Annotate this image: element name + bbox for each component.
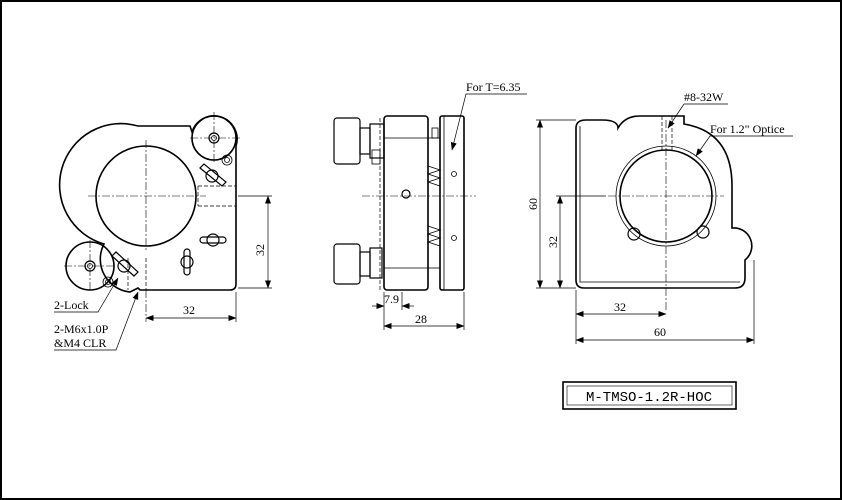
callout-tap: 2-M6x1.0P &M4 CLR — [54, 291, 139, 351]
callout-thread-label: #8-32W — [684, 90, 724, 104]
front-dim-horizontal-label: 32 — [183, 303, 195, 317]
rear-view — [575, 115, 753, 312]
side-dim-offset-label: 7.9 — [384, 292, 399, 306]
callout-thickness: For T=6.35 — [450, 80, 527, 151]
callout-optic: For 1.2" Optice — [695, 122, 793, 157]
rear-dim-height-label: 60 — [526, 198, 540, 210]
model-label-box: M-TMSO-1.2R-HOC — [562, 381, 737, 410]
lock-lever-upper — [199, 163, 227, 187]
slotted-screw-center — [180, 248, 194, 276]
model-label: M-TMSO-1.2R-HOC — [586, 390, 712, 406]
slotted-screw-right — [199, 233, 227, 247]
callout-lock: 2-Lock — [54, 277, 119, 313]
rear-dim-height: 60 — [526, 119, 576, 289]
rear-dim-width: 60 — [575, 260, 755, 344]
front-dim-vertical-label: 32 — [253, 244, 267, 256]
side-view — [333, 115, 476, 291]
callout-tap-line1: 2-M6x1.0P — [54, 322, 109, 336]
front-dim-horizontal: 32 — [145, 292, 237, 322]
rear-dim-width-label: 60 — [654, 325, 666, 339]
rear-dim-vertical: 32 — [546, 195, 606, 289]
rear-body-outline — [575, 115, 753, 289]
callout-thread: #8-32W — [667, 90, 728, 129]
front-dim-vertical: 32 — [238, 195, 272, 289]
side-dim-offset: 7.9 — [372, 292, 414, 330]
side-dim-depth-label: 28 — [415, 312, 427, 326]
rear-dim-horizontal: 32 — [575, 290, 667, 344]
side-knob-top — [333, 117, 385, 165]
side-main-body — [383, 115, 429, 291]
front-view — [58, 112, 240, 322]
lock-lever-lower — [111, 251, 139, 277]
callout-thickness-label: For T=6.35 — [466, 80, 521, 94]
callout-tap-line2: &M4 CLR — [54, 336, 106, 350]
callout-optic-label: For 1.2" Optice — [710, 122, 785, 136]
side-optic-plate — [439, 115, 465, 291]
side-springs — [426, 127, 442, 269]
rear-dim-horizontal-label: 32 — [614, 300, 626, 314]
side-dim-depth: 28 — [383, 292, 465, 330]
rear-dim-vertical-label: 32 — [546, 236, 560, 248]
callout-lock-label: 2-Lock — [54, 298, 89, 312]
side-knob-bottom — [333, 243, 383, 285]
